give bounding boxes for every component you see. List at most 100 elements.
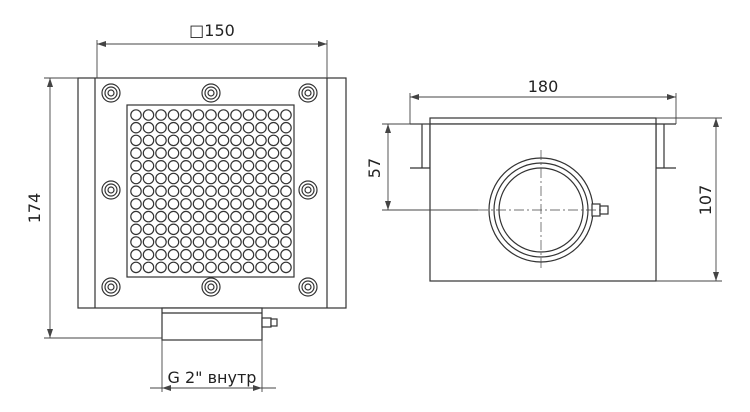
grate-hole: [217, 248, 230, 261]
grate-hole: [205, 185, 217, 197]
grate-hole: [267, 121, 280, 134]
label-outlet-thread: G 2" внутр: [168, 368, 257, 387]
grate-hole: [155, 134, 167, 147]
grate-hole: [255, 261, 267, 274]
label-height-174: 174: [25, 193, 44, 224]
grate-hole: [155, 147, 167, 159]
grate-hole: [142, 109, 155, 121]
grate-hole: [205, 261, 217, 274]
grate-hole: [167, 160, 180, 172]
grate-hole: [167, 109, 180, 121]
grate-hole: [255, 210, 267, 223]
bolt-icon: [104, 280, 118, 294]
grate-hole: [230, 147, 242, 159]
grate-hole: [180, 147, 192, 159]
bolt-icon: [101, 277, 121, 297]
grate-hole: [255, 147, 267, 159]
grate-hole: [242, 261, 255, 274]
bolt-icon: [101, 180, 121, 200]
bolt-icon: [207, 283, 215, 291]
grate-hole: [267, 185, 280, 197]
grate-hole: [142, 172, 155, 185]
grate-hole: [267, 147, 280, 159]
bolt-icon: [204, 86, 218, 100]
grate-hole: [242, 121, 255, 134]
grate-hole: [217, 185, 230, 197]
grate-hole: [130, 236, 142, 248]
grate-hole: [280, 236, 292, 248]
grate-hole: [192, 121, 205, 134]
grate-hole: [267, 198, 280, 210]
grate-hole: [192, 185, 205, 197]
grate-hole: [130, 134, 142, 147]
bolt-icon: [201, 277, 221, 297]
grate-hole: [255, 236, 267, 248]
grate-hole: [130, 172, 142, 185]
grate-hole: [230, 160, 242, 172]
grate-hole: [167, 248, 180, 261]
grate-hole: [192, 147, 205, 159]
grate-hole: [255, 185, 267, 197]
grate-hole: [167, 147, 180, 159]
grate-hole: [230, 109, 242, 121]
grate-hole: [280, 109, 292, 121]
grate-hole: [230, 223, 242, 236]
bolt-icon: [201, 83, 221, 103]
grate-holes: [130, 109, 292, 274]
grate-hole: [142, 121, 155, 134]
bolt-icon: [301, 183, 315, 197]
grate-hole: [167, 261, 180, 274]
grate-hole: [230, 185, 242, 197]
grate-hole: [217, 160, 230, 172]
grate-hole: [180, 210, 192, 223]
grate-hole: [230, 172, 242, 185]
side-bracket-right: [655, 124, 676, 169]
grate-hole: [155, 185, 167, 197]
grate-hole: [142, 198, 155, 210]
grate-hole: [142, 261, 155, 274]
label-axis-57: 57: [365, 158, 384, 178]
grate-hole: [192, 210, 205, 223]
side-centerlines: [478, 150, 604, 270]
grate-hole: [167, 223, 180, 236]
grate-hole: [205, 147, 217, 159]
grate-hole: [192, 109, 205, 121]
grate-hole: [192, 160, 205, 172]
grate-hole: [230, 210, 242, 223]
grate-hole: [242, 248, 255, 261]
grate-hole: [267, 134, 280, 147]
grate-hole: [130, 147, 142, 159]
bolt-icon: [107, 89, 115, 97]
grate-hole: [167, 210, 180, 223]
grate-hole: [142, 134, 155, 147]
grate-hole: [280, 210, 292, 223]
grate-hole: [255, 248, 267, 261]
grate-hole: [230, 134, 242, 147]
grate-hole: [255, 160, 267, 172]
bolt-icon: [107, 283, 115, 291]
grate-hole: [255, 109, 267, 121]
grate-hole: [280, 185, 292, 197]
grate-hole: [167, 121, 180, 134]
grate-hole: [217, 261, 230, 274]
grate-hole: [180, 160, 192, 172]
grate-hole: [242, 147, 255, 159]
grate-hole: [130, 185, 142, 197]
bolt-icon: [107, 186, 115, 194]
grate-hole: [130, 121, 142, 134]
bolt-icon: [304, 89, 312, 97]
grate-hole: [267, 261, 280, 274]
grate-hole: [217, 121, 230, 134]
grate-hole: [242, 236, 255, 248]
grate-hole: [142, 147, 155, 159]
grate-hole: [242, 134, 255, 147]
grate-hole: [217, 223, 230, 236]
grate-hole: [155, 109, 167, 121]
grate-hole: [155, 248, 167, 261]
grate-hole: [192, 223, 205, 236]
side-flange: [429, 117, 657, 125]
bolt-icon: [304, 283, 312, 291]
grate-hole: [192, 172, 205, 185]
grate-hole: [192, 248, 205, 261]
